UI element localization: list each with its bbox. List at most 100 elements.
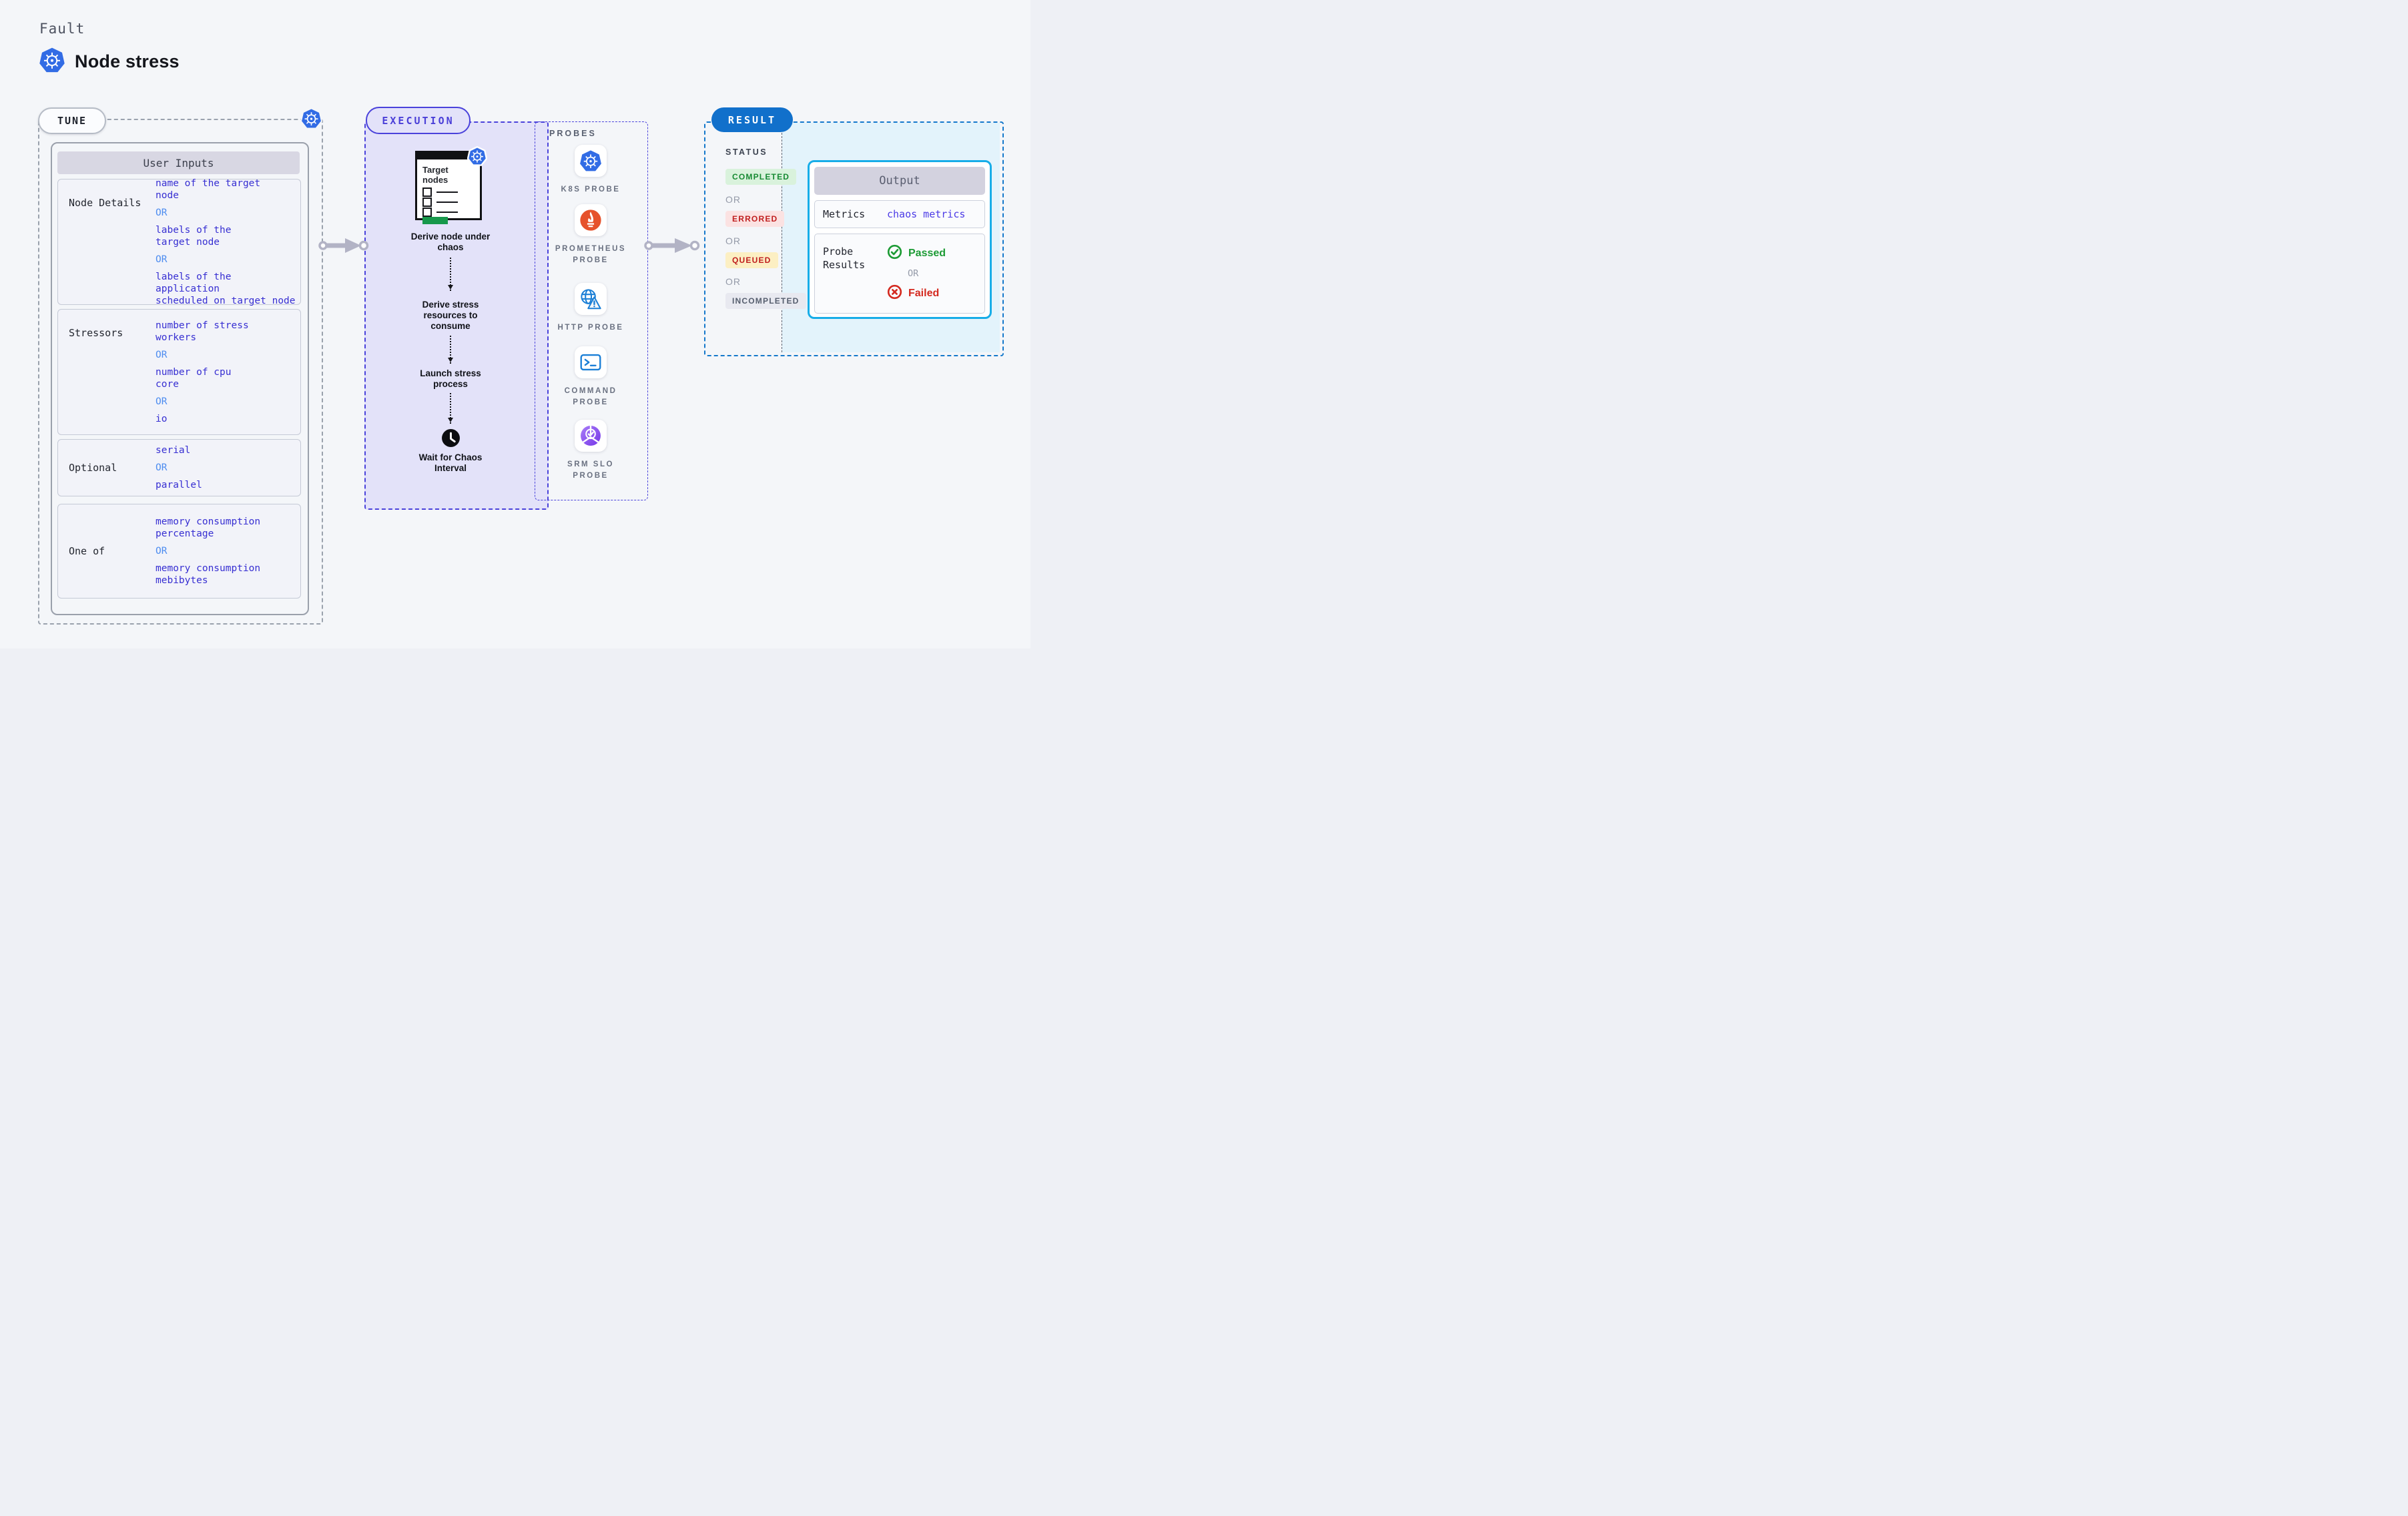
checkbox-row — [422, 198, 458, 207]
input-value: io — [156, 413, 168, 424]
status-badge-errored: ERRORED — [725, 211, 785, 227]
checkbox-row — [422, 187, 458, 197]
or-separator: OR — [156, 254, 168, 265]
or-separator: OR — [156, 546, 168, 556]
row-label: Optional — [69, 462, 117, 474]
arrow-tune-to-execution — [318, 235, 370, 260]
node-stress-fault-diagram: Fault Node stress TUNE User Inputs Node … — [0, 0, 1030, 649]
checkbox-icon — [422, 208, 432, 217]
check-circle-icon — [887, 244, 902, 263]
tune-pill: TUNE — [38, 107, 106, 134]
probe-prometheus: PROMETHEUS PROBE — [535, 204, 647, 266]
output-card: Output Metrics chaos metrics Probe Resul… — [808, 160, 992, 319]
row-node-details: Node Details name of the target node OR … — [57, 177, 301, 306]
output-header: Output — [814, 167, 985, 195]
probe-label: COMMAND PROBE — [564, 387, 617, 406]
or-separator: OR — [908, 268, 919, 279]
checkbox-icon — [422, 187, 432, 197]
step-launch-stress: Launch stress process — [420, 368, 481, 389]
failed-line: Failed — [887, 284, 946, 303]
row-one-of: One of memory consumption percentage OR … — [57, 504, 301, 599]
input-value: name of the target node — [156, 177, 261, 201]
probes-label: PROBES — [549, 129, 597, 138]
or-separator: OR — [725, 194, 741, 205]
row-optional: Optional serial OR parallel — [57, 439, 301, 496]
dotted-arrow-down — [448, 336, 453, 364]
row-label: Stressors — [69, 327, 123, 339]
row-label: Node Details — [69, 197, 141, 209]
passed-line: Passed — [887, 244, 946, 263]
metrics-value: chaos metrics — [887, 208, 966, 220]
input-value: memory consumption mebibytes — [156, 563, 261, 586]
probes-section-box — [535, 121, 648, 500]
line — [436, 192, 458, 193]
line — [436, 202, 458, 203]
probe-srm-slo: SRM SLO PROBE — [535, 420, 647, 482]
probe-command: COMMAND PROBE — [535, 346, 647, 408]
dotted-arrow-down — [448, 393, 453, 424]
probe-label: HTTP PROBE — [557, 324, 624, 332]
passed-text: Passed — [908, 248, 946, 259]
probe-http: HTTP PROBE — [535, 283, 647, 334]
or-separator: OR — [156, 207, 168, 218]
line — [436, 212, 458, 213]
status-badge-queued: QUEUED — [725, 252, 778, 268]
checkbox-row — [422, 208, 458, 217]
probe-results-label: Probe Results — [823, 246, 866, 271]
or-separator: OR — [156, 396, 168, 407]
row-label: One of — [69, 545, 105, 557]
or-separator: OR — [725, 236, 741, 246]
execution-section-box — [364, 121, 549, 510]
x-circle-icon — [887, 284, 902, 303]
terminal-icon — [575, 346, 607, 378]
or-separator: OR — [725, 276, 741, 287]
globe-warning-icon — [575, 283, 607, 315]
step-derive-node: Derive node under chaos — [410, 232, 491, 252]
kubernetes-icon — [39, 47, 65, 77]
execution-pill: EXECUTION — [366, 107, 471, 134]
slo-check-pie-icon — [575, 420, 607, 452]
or-separator: OR — [156, 462, 168, 473]
checkbox-icon — [422, 198, 432, 207]
input-value: memory consumption percentage — [156, 516, 261, 539]
status-label: STATUS — [725, 147, 768, 157]
page-title-row: Node stress — [39, 47, 180, 77]
status-badge-completed: COMPLETED — [725, 169, 797, 185]
result-section-box — [704, 121, 1004, 356]
input-value: labels of the target node — [156, 224, 232, 248]
probe-k8s: K8S PROBE — [535, 145, 647, 196]
or-separator: OR — [156, 349, 168, 360]
kubernetes-icon — [300, 107, 323, 133]
green-button-bar — [422, 217, 448, 224]
metrics-row: Metrics chaos metrics — [814, 200, 985, 228]
input-value: parallel — [156, 480, 202, 490]
clock-icon — [441, 428, 461, 451]
metrics-label: Metrics — [823, 208, 866, 220]
dotted-arrow-down — [448, 258, 453, 291]
page-title: Node stress — [75, 51, 180, 71]
input-value: number of stress workers — [156, 320, 249, 343]
row-stressors: Stressors number of stress workers OR nu… — [57, 309, 301, 435]
arrow-execution-to-result — [644, 235, 701, 260]
k8s-probe-icon — [575, 145, 607, 177]
step-wait-interval: Wait for Chaos Interval — [418, 452, 483, 473]
probe-results-row: Probe Results Passed OR Failed — [814, 234, 985, 314]
fault-eyebrow: Fault — [39, 21, 85, 37]
user-inputs-card — [51, 142, 309, 615]
card-titlebar — [415, 151, 484, 159]
prometheus-flame-icon — [575, 204, 607, 236]
user-inputs-header: User Inputs — [57, 151, 300, 174]
probe-label: SRM SLO PROBE — [567, 460, 614, 480]
failed-text: Failed — [908, 288, 940, 299]
probe-label: PROMETHEUS PROBE — [555, 245, 627, 264]
tune-section-box — [38, 119, 323, 625]
result-pill: RESULT — [711, 107, 793, 132]
input-value: labels of the application scheduled on t… — [156, 271, 296, 306]
input-value: number of cpu core — [156, 366, 232, 390]
status-badge-incompleted: INCOMPLETED — [725, 293, 806, 309]
probe-label: K8S PROBE — [561, 185, 621, 194]
step-derive-stress: Derive stress resources to consume — [422, 300, 479, 331]
kubernetes-icon — [467, 145, 488, 169]
target-nodes-title: Target nodes — [422, 165, 448, 185]
input-value: serial — [156, 445, 191, 456]
